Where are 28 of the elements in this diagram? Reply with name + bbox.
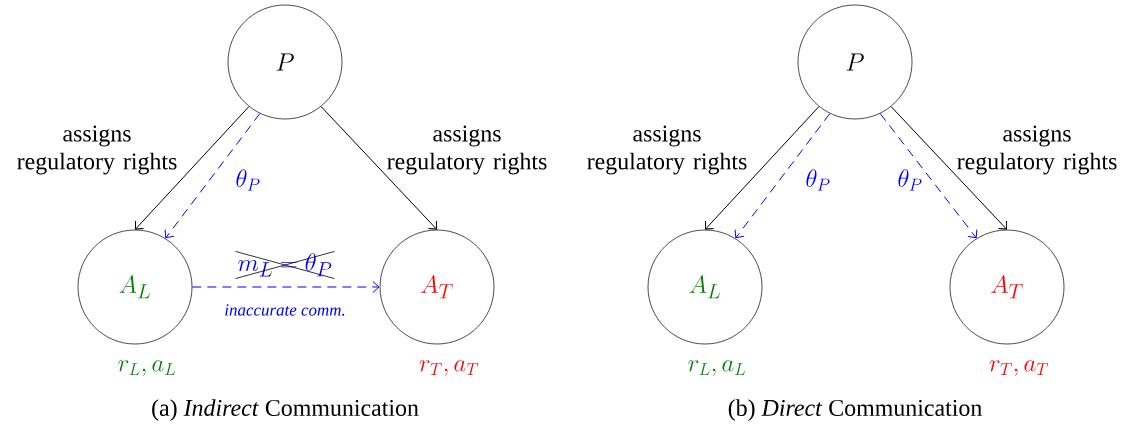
arrow — [164, 113, 261, 239]
circle-node: $A_T$ — [949, 229, 1065, 345]
circle-node: $A_T$ — [379, 229, 495, 345]
edge-label: inaccurate comm. — [225, 304, 345, 316]
arrow — [890, 106, 1007, 230]
arrow — [191, 281, 380, 293]
circle-node: $A_L$ — [77, 229, 193, 345]
arrow — [135, 106, 250, 230]
edge-label: assigns regulatory rights — [587, 125, 747, 175]
edge-label: assigns regulatory rights — [17, 125, 177, 175]
circle-node: $P$ — [797, 4, 913, 120]
caption: (a) Indirect Communication — [152, 399, 419, 421]
edge-label: $\theta_P$ — [236, 169, 260, 191]
arrow — [320, 106, 437, 230]
edge-label: $\theta_P$ — [806, 169, 830, 191]
circle-node: $A_L$ — [647, 229, 763, 345]
arrow — [734, 113, 831, 239]
circle-node: $P$ — [227, 4, 343, 120]
arrow — [879, 113, 978, 239]
variable-label: $r_L, a_L$ — [688, 360, 746, 376]
edge-label: $\theta_P$ — [898, 169, 922, 191]
edge-label: assigns regulatory rights — [957, 125, 1117, 175]
caption: (b) Direct Communication — [728, 399, 982, 421]
variable-label: $r_T, a_T$ — [989, 360, 1049, 376]
arrow — [705, 106, 820, 230]
variable-label: $r_L, a_L$ — [118, 360, 176, 376]
edge-label: assigns regulatory rights — [387, 125, 547, 175]
variable-label: $r_T, a_T$ — [419, 360, 479, 376]
